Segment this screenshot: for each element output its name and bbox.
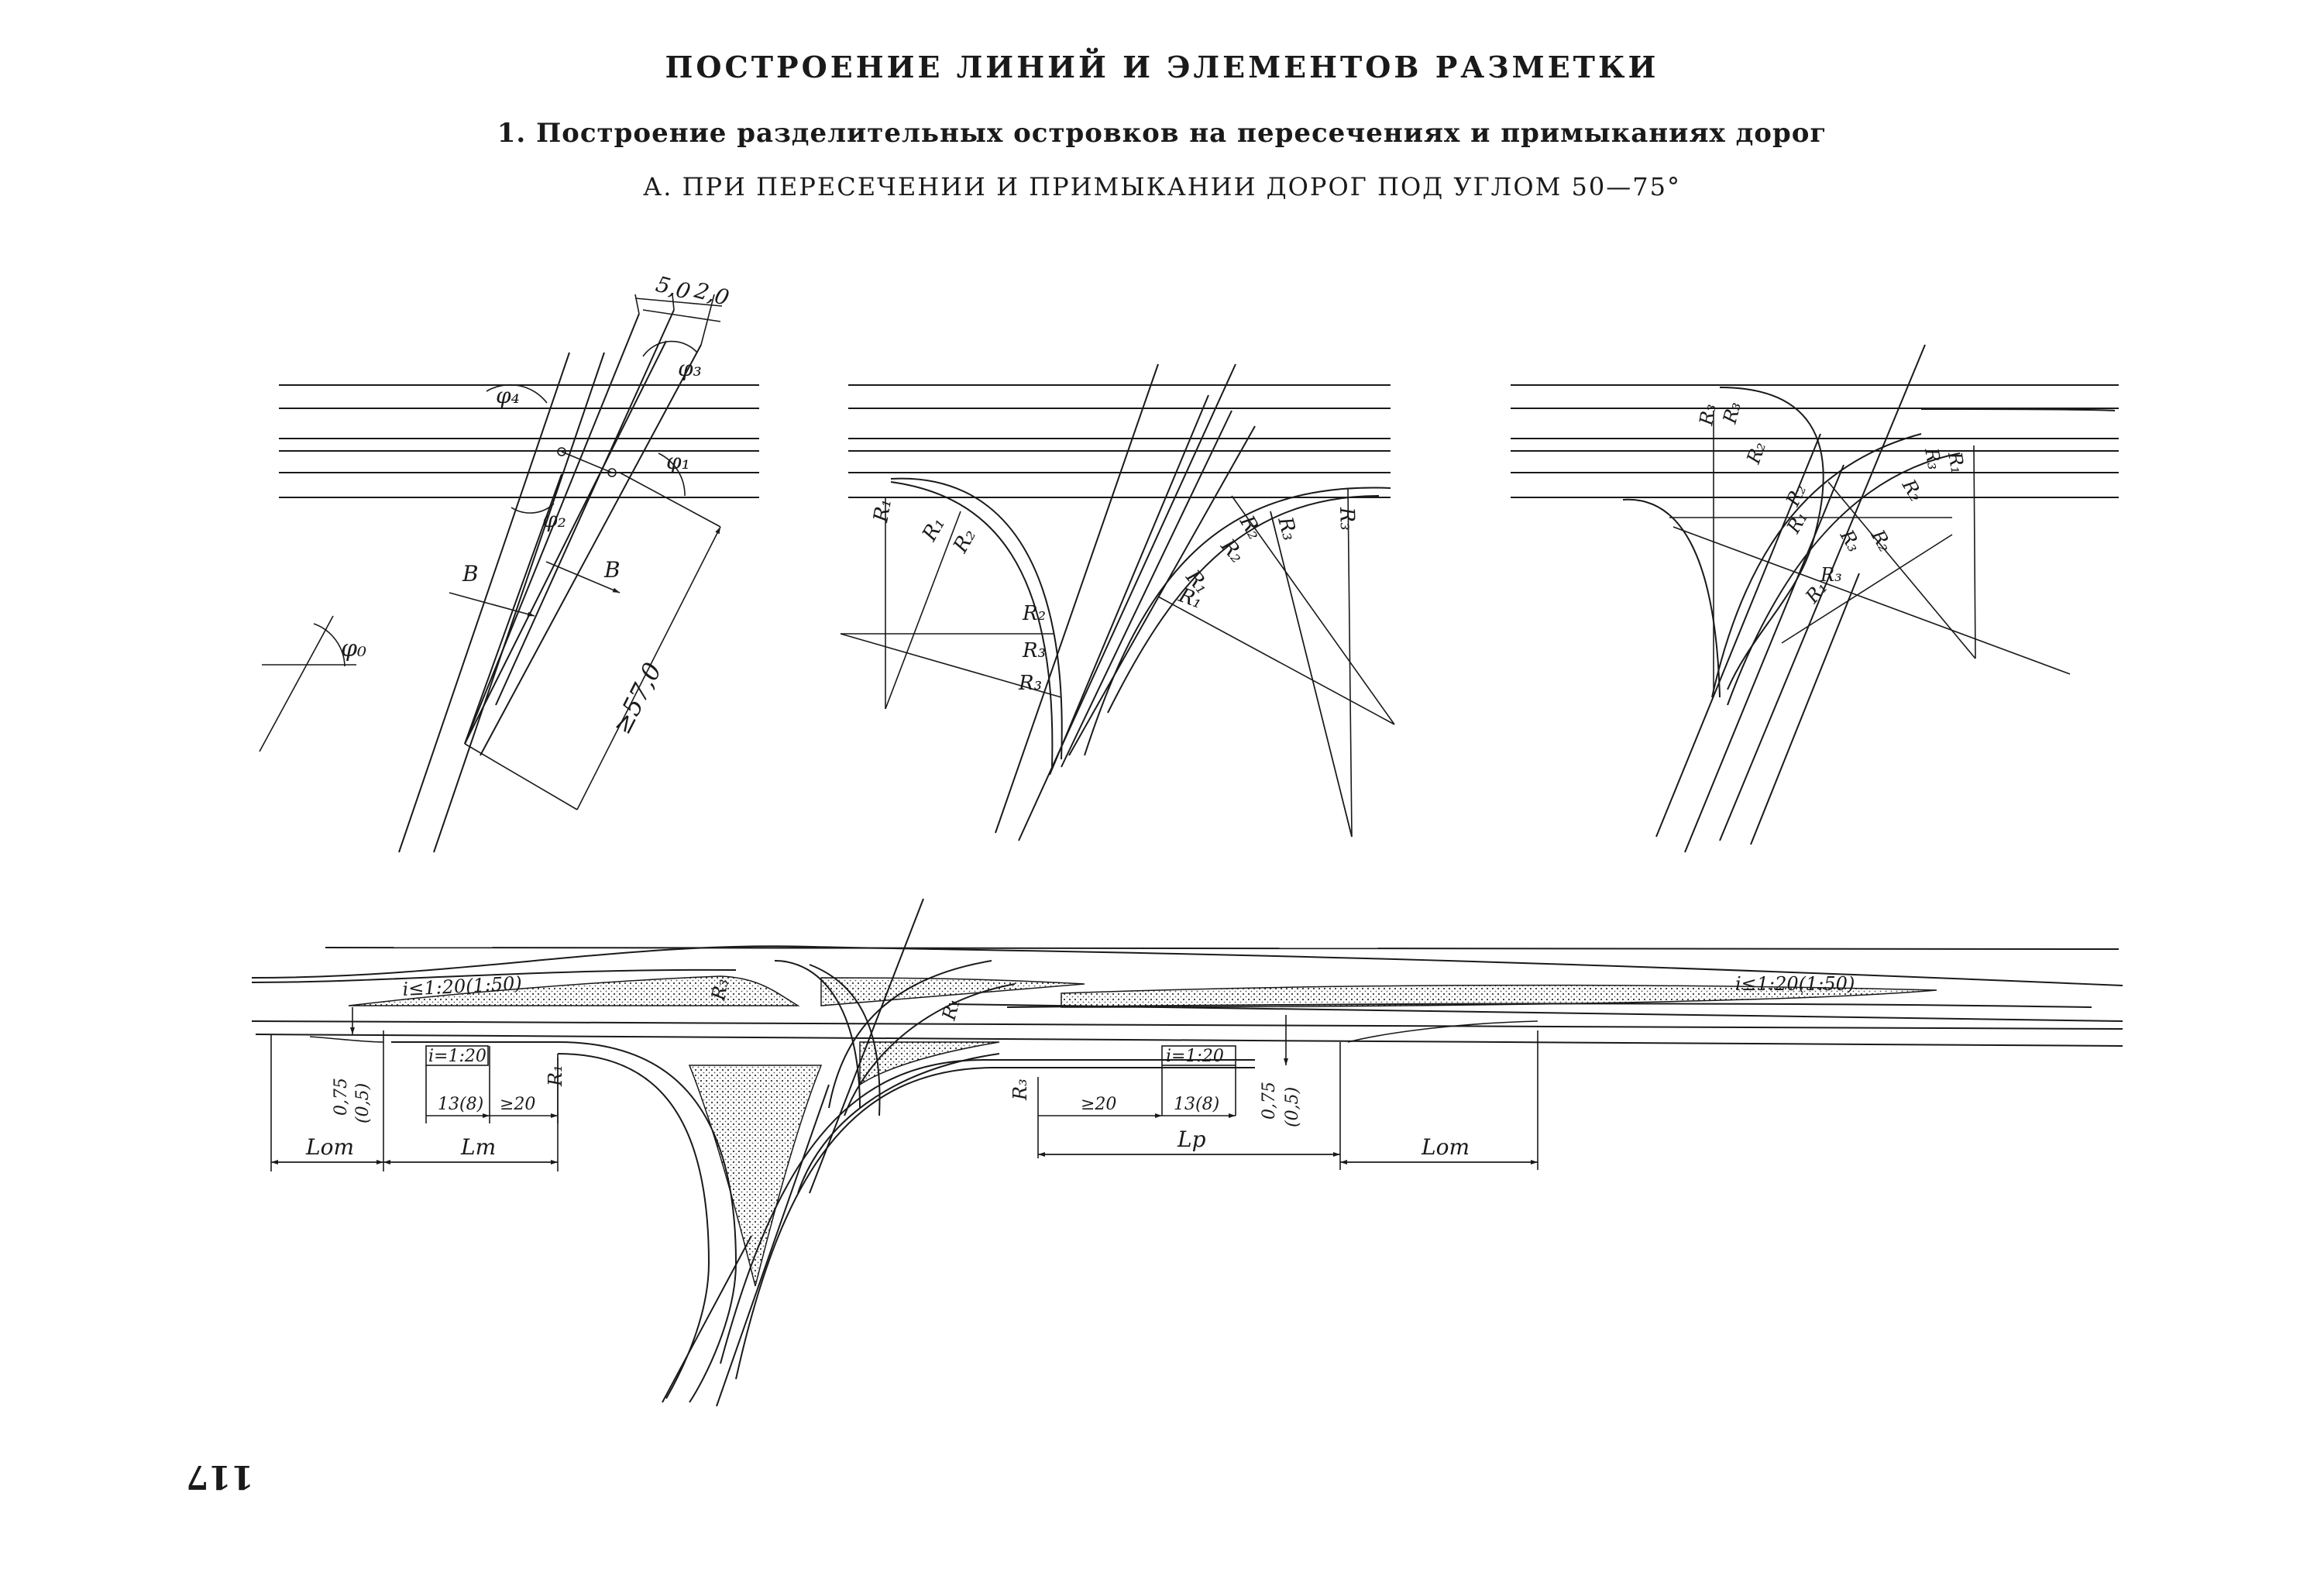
dim-5-label: 5,0 [653,271,693,304]
r2-label-e: R₂ [1742,439,1770,467]
dim-2-label: 2,0 [691,277,732,311]
slope-right-label: i≤1:20(1:50) [1735,973,1855,995]
r1-left-label: R₁ [545,1065,566,1087]
corner-curves [890,477,1391,768]
b-left-label: B [462,561,479,587]
approach-lines [1655,344,1926,853]
r2-label-f: R₂ [1782,481,1811,511]
approach-lines [995,363,1256,841]
i-right-label: i=1:20 [1166,1047,1224,1066]
r3-label-e: R₃ [1695,402,1721,428]
offset-left-alt-label: (0,5) [353,1083,373,1123]
t-junction-curves [391,898,1255,1407]
ge20-right-label: ≥20 [1081,1095,1116,1114]
diagram-radius-intersection: R₃ R₃ R₂ R₂ R₁ R₃ R₂ R₃ R₁ R₂ R₃ R₁ [1511,344,2119,853]
i-left-label: i=1:20 [428,1047,486,1066]
length-label: ≥57,0 [607,658,667,739]
r3-label-d: R₃ [1335,506,1359,531]
r3-label-h: R₃ [1820,564,1842,586]
r1-label-b: R₁ [918,514,950,546]
r3-label-f: R₃ [1718,400,1745,427]
section-subtitle: 1. Построение разделительных островков н… [497,118,1827,149]
angle-arcs [259,340,698,752]
b-right-label: B [603,557,621,583]
curves [1622,387,2116,706]
page-number: 117 [186,1458,254,1496]
r2-label-c: R₂ [1215,534,1249,567]
phi4-label: φ₄ [496,383,520,408]
diagram-island-layout: i≤1:20(1:50) i≤1:20(1:50) i=1:20 i=1:20 … [251,898,2123,1407]
l-p-label: Lр [1177,1127,1206,1152]
section-heading: А. ПРИ ПЕРЕСЕЧЕНИИ И ПРИМЫКАНИИ ДОРОГ ПО… [643,172,1681,201]
road-lanes [848,384,1391,498]
hatched-islands [348,975,1937,1287]
approach-lines [398,309,702,853]
offset-right-alt-label: (0,5) [1283,1087,1302,1127]
l-ot-left-label: Lот [305,1134,354,1160]
radius-lines [1669,411,2071,693]
phi0-label: φ₀ [341,635,366,662]
road-lanes [1511,384,2119,498]
r3-label-b: R₃ [1018,672,1042,695]
page-title: ПОСТРОЕНИЕ ЛИНИЙ И ЭЛЕМЕНТОВ РАЗМЕТКИ [665,50,1659,84]
dimension-lines [270,1007,1538,1171]
ge20-left-label: ≥20 [500,1095,535,1114]
r1-label-g: R₁ [1944,449,1969,475]
len13-left-label: 13(8) [438,1095,483,1114]
l-ot-right-label: Lот [1421,1134,1470,1160]
offset-left-label: 0,75 [332,1078,351,1116]
len13-right-label: 13(8) [1174,1095,1219,1114]
r3-right-label: R₃ [1009,1078,1031,1101]
offset-right-label: 0,75 [1260,1082,1279,1120]
r2-label-h: R₂ [1897,475,1927,505]
diagram-construction-angles: 5,0 2,0 φ₀ φ₁ φ₂ φ₃ φ₄ B B ≥57,0 [259,271,759,853]
r1-label-e: R₁ [1782,507,1812,538]
r3-label-i: R₃ [1920,445,1946,471]
r2-label-b: R₂ [1022,602,1046,625]
r2-label-g: R₂ [1866,525,1896,556]
phi1-label: φ₁ [666,449,690,474]
diagram-radius-construction: R₁ R₁ R₂ R₂ R₃ R₃ R₁ R₂ R₁ R₂ R₃ R₃ [840,363,1395,841]
r3-label-a: R₃ [1022,639,1046,662]
phi3-label: φ₃ [678,356,702,381]
dimension-lines [449,294,723,810]
phi2-label: φ₂ [542,507,566,532]
l-t-label: Lт [460,1134,496,1160]
radius-lines [840,487,1395,838]
r1-label-a: R₁ [869,497,896,525]
r3-top-label: R₃ [707,977,733,1003]
